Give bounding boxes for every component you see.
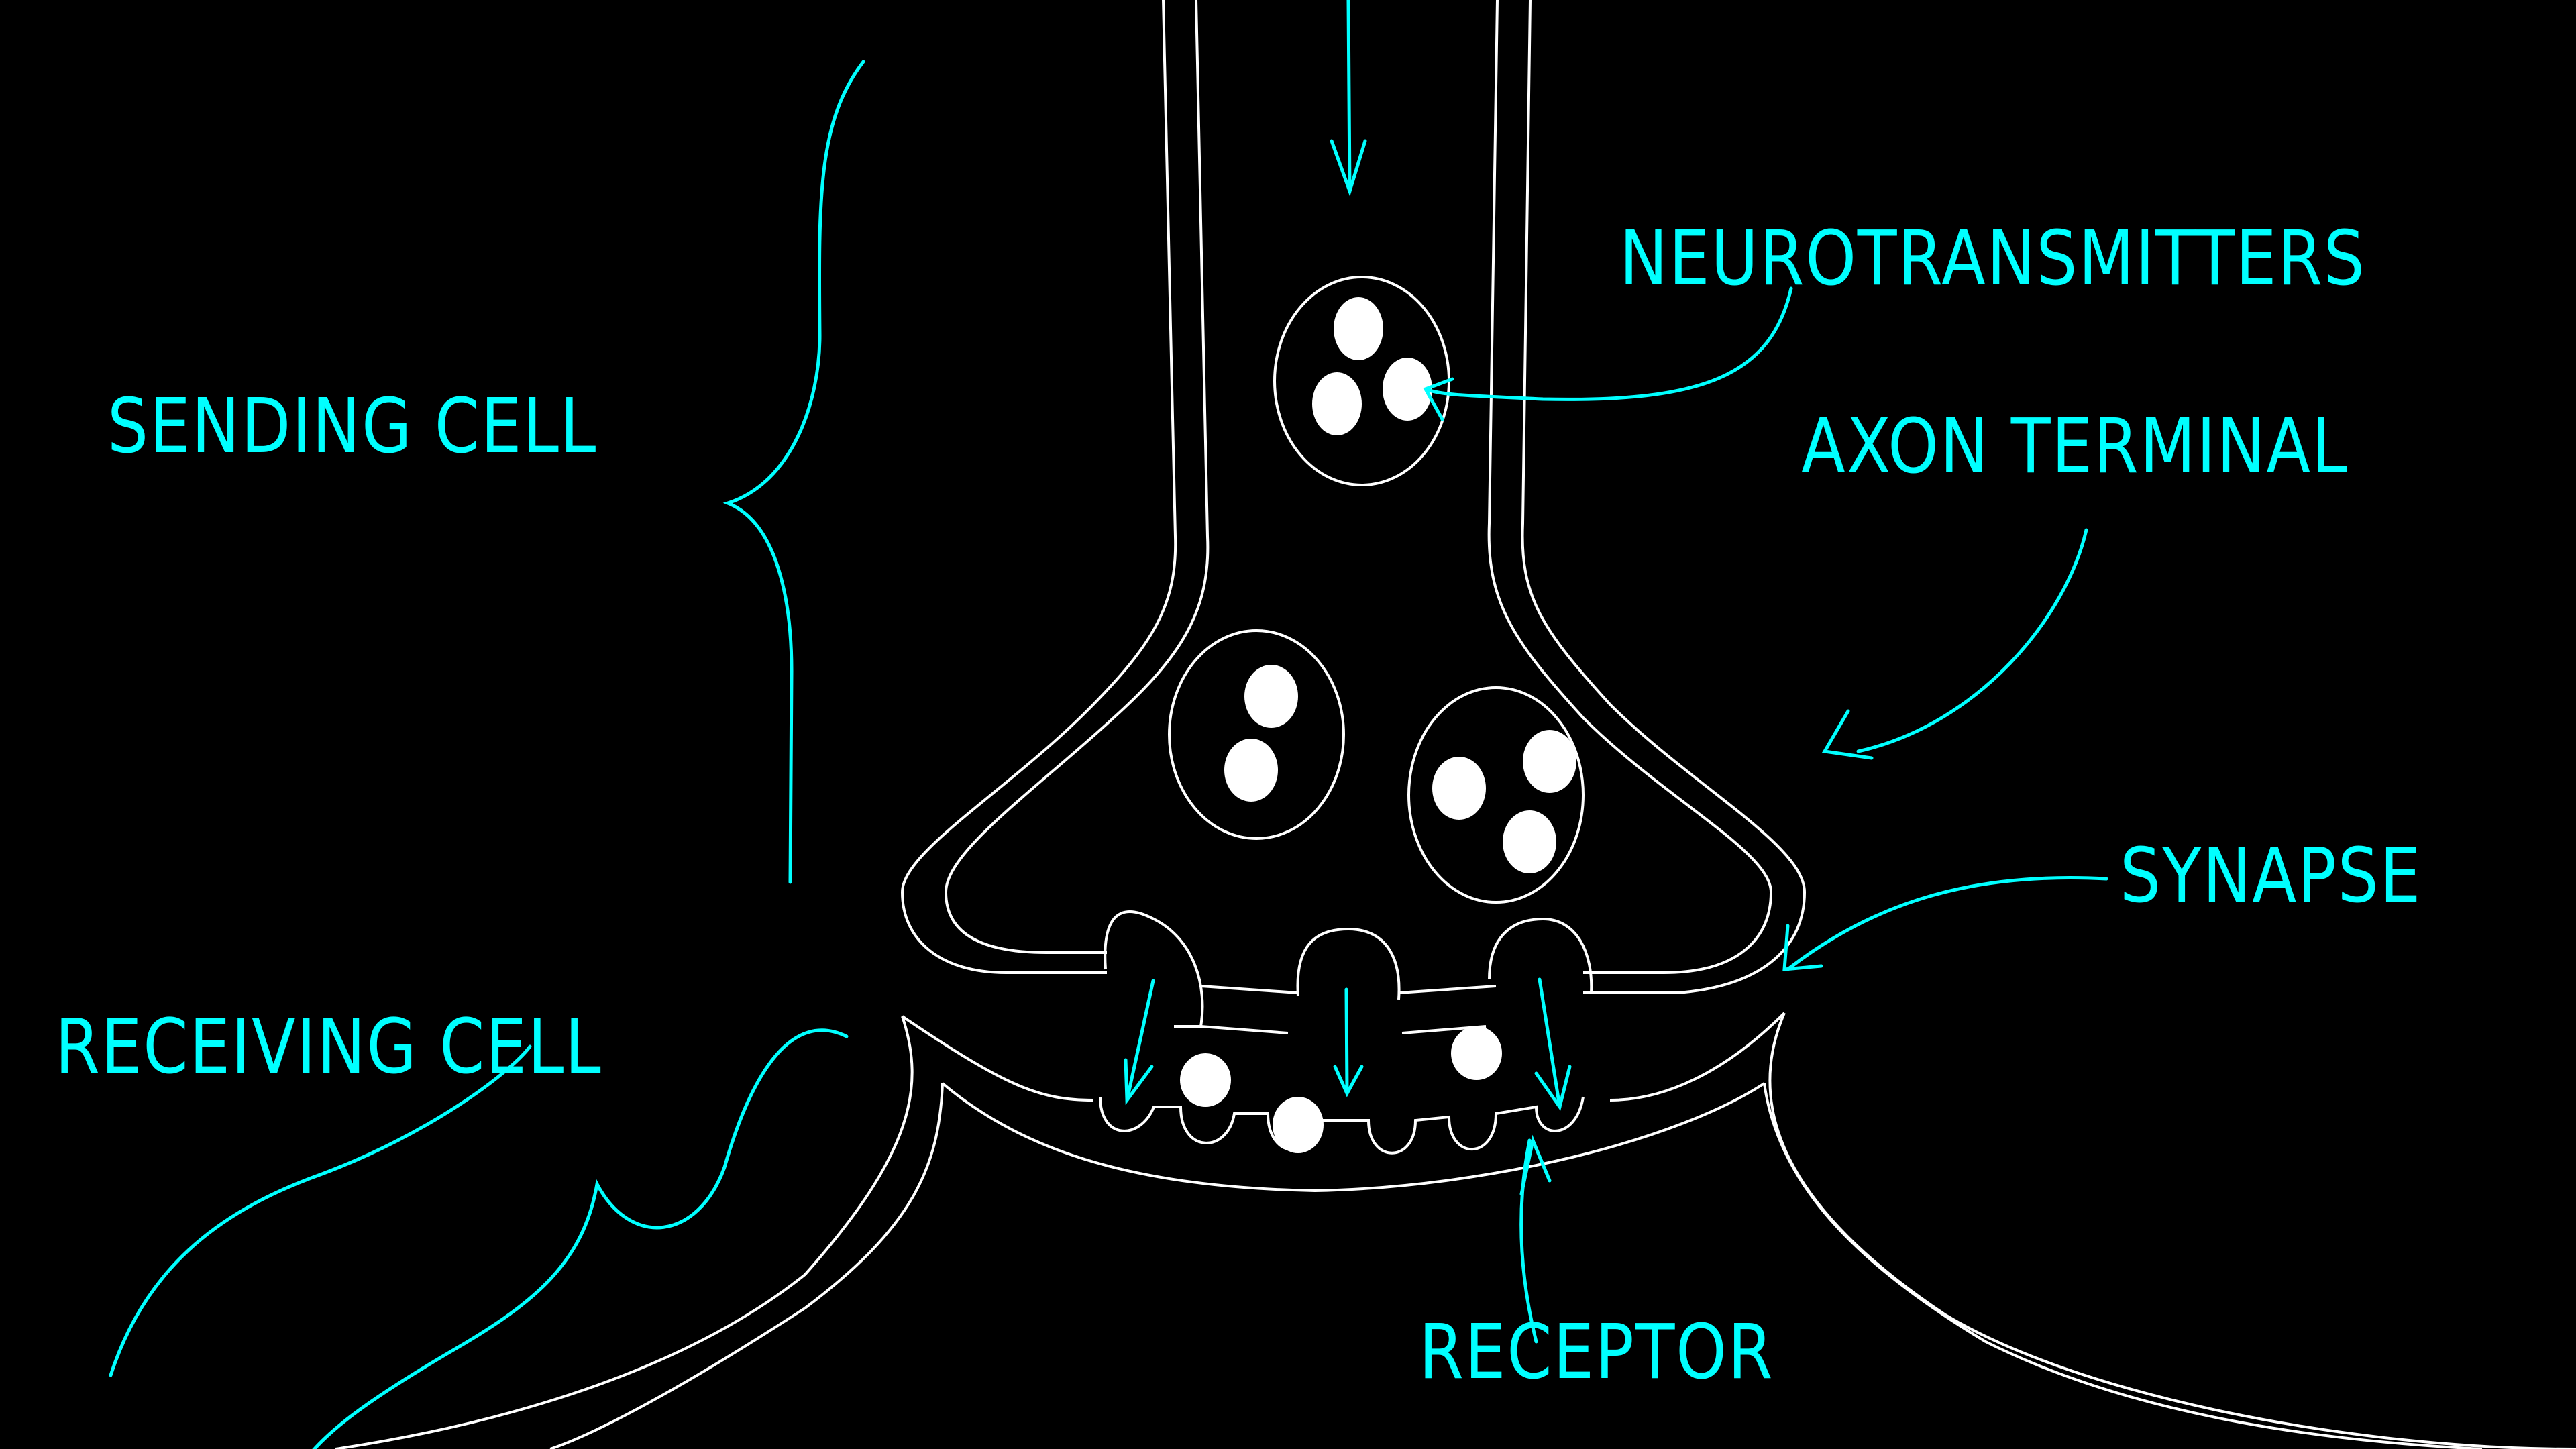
label-sending-cell: SENDING CELL <box>107 383 598 470</box>
released-neurotransmitters <box>1180 1026 1502 1153</box>
label-synapse: SYNAPSE <box>2120 833 2422 920</box>
annotations <box>109 0 2108 1449</box>
receiving-cell-membrane <box>335 1012 2576 1449</box>
label-receiving-cell: RECEIVING CELL <box>55 1004 602 1091</box>
vesicle-right <box>1407 686 1585 904</box>
label-axon-terminal: AXON TERMINAL <box>1801 403 2349 490</box>
label-neurotransmitters: NEUROTRANSMITTERS <box>1619 215 2366 303</box>
axon-terminal-membrane <box>900 0 1807 994</box>
release-sites <box>1104 910 1593 1034</box>
label-receptor: RECEPTOR <box>1419 1309 1774 1396</box>
vesicle-top <box>1273 276 1450 486</box>
vesicle-left <box>1168 629 1345 840</box>
